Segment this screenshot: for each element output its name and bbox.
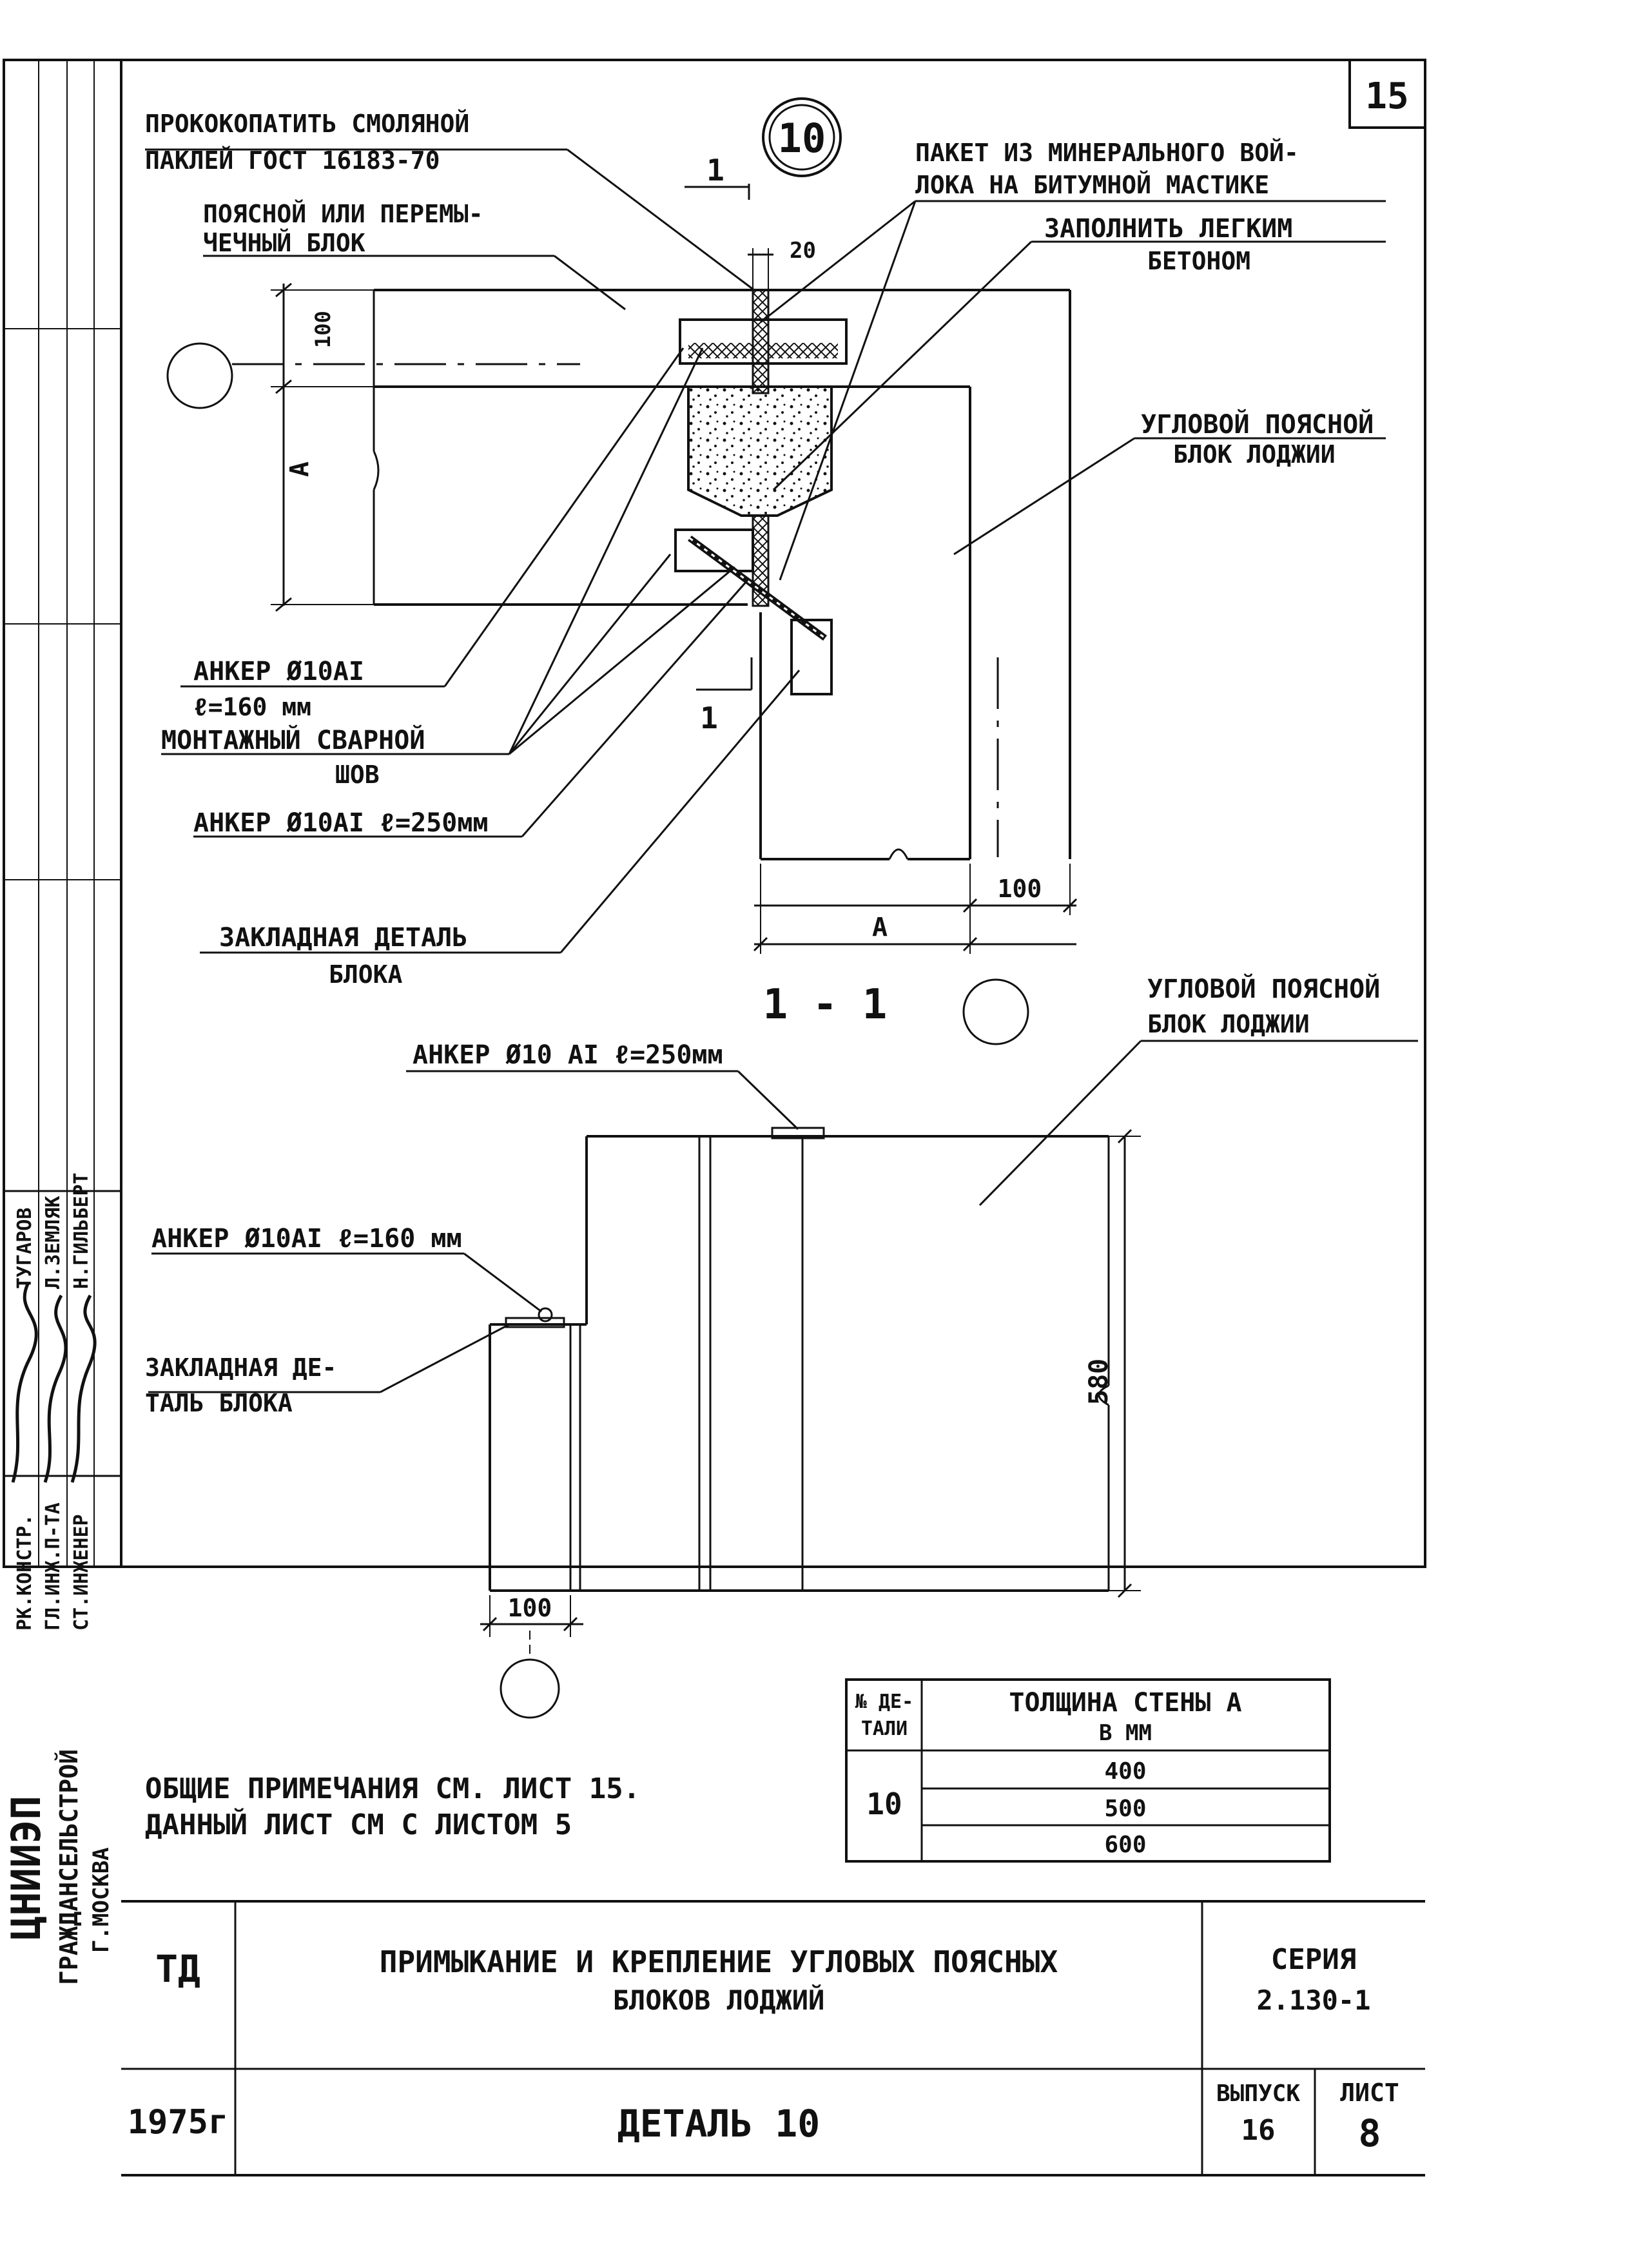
label-caulk-1: ПРОКОКОПАТИТЬ СМОЛЯНОЙ bbox=[145, 110, 469, 138]
signature-2 bbox=[43, 1294, 68, 1483]
section-drawing: 580 100 УГЛОВОЙ ПОЯСНОЙ БЛОК ЛОДЖИИ АНКЕ… bbox=[145, 973, 1418, 1719]
stamp-org-3: Г.МОСКВА bbox=[88, 1847, 114, 1953]
dim-a-bottom: А bbox=[872, 913, 888, 942]
stamp-name-3: Н.ГИЛЬБЕРТ bbox=[70, 1172, 93, 1289]
note-line-2: ДАННЫЙ ЛИСТ СМ С ЛИСТОМ 5 bbox=[145, 1807, 572, 1841]
label-corner-block-1: УГЛОВОЙ ПОЯСНОЙ bbox=[1141, 409, 1374, 440]
label-corner-block2-2: БЛОК ЛОДЖИИ bbox=[1147, 1010, 1310, 1038]
label-embedded-2: БЛОКА bbox=[329, 960, 403, 989]
label-felt-2: ЛОКА НА БИТУМНОЙ МАСТИКЕ bbox=[915, 171, 1269, 199]
dim-a-left: А bbox=[285, 461, 315, 477]
axis-bubble-bottom bbox=[962, 978, 1029, 1045]
year: 1975г bbox=[128, 2103, 229, 2142]
svg-text:10: 10 bbox=[778, 115, 826, 162]
section-title: 1 - 1 bbox=[763, 981, 888, 1029]
section-mark-bottom: 1 bbox=[700, 701, 718, 735]
label-anchor250-b: АНКЕР Ø10 АI ℓ=250мм bbox=[413, 1040, 723, 1070]
plan-drawing: 1 1 20 100 А 100 А bbox=[145, 110, 1386, 1045]
label-corner-block2-1: УГЛОВОЙ ПОЯСНОЙ bbox=[1147, 973, 1380, 1004]
table-value-500: 500 bbox=[1104, 1796, 1146, 1822]
label-felt-1: ПАКЕТ ИЗ МИНЕРАЛЬНОГО ВОЙ- bbox=[915, 139, 1299, 167]
table-col2-header-2: В ММ bbox=[1099, 1720, 1152, 1746]
detail-title: ДЕТАЛЬ 10 bbox=[617, 2102, 820, 2146]
label-fill-1: ЗАПОЛНИТЬ ЛЕГКИМ bbox=[1044, 214, 1292, 244]
label-belt-block-1: ПОЯСНОЙ ИЛИ ПЕРЕМЫ- bbox=[203, 200, 483, 228]
table-col2-header-1: ТОЛЩИНА СТЕНЫ А bbox=[1009, 1688, 1241, 1718]
label-corner-block-2: БЛОК ЛОДЖИИ bbox=[1173, 440, 1336, 469]
section-mark-top: 1 bbox=[706, 153, 724, 188]
page-number: 15 bbox=[1365, 75, 1408, 117]
dim-100-bottom: 100 bbox=[508, 1594, 552, 1622]
table-col1-header-2: ТАЛИ bbox=[861, 1718, 908, 1740]
label-anchor160-2: ℓ=160 мм bbox=[193, 693, 311, 721]
label-anchor250: АНКЕР Ø10АI ℓ=250мм bbox=[193, 808, 488, 838]
axis-bubble-section bbox=[500, 1658, 560, 1719]
signature-3 bbox=[70, 1294, 97, 1483]
label-belt-block-2: ЧЕЧНЫЙ БЛОК bbox=[203, 229, 365, 257]
series-label: СЕРИЯ bbox=[1271, 1943, 1356, 1976]
label-embedded-1: ЗАКЛАДНАЯ ДЕТАЛЬ bbox=[219, 923, 467, 953]
dim-580: 580 bbox=[1084, 1359, 1114, 1405]
dim-20: 20 bbox=[790, 238, 816, 264]
table-value-600: 600 bbox=[1104, 1832, 1146, 1858]
stamp-role-3: СТ.ИНЖЕНЕР bbox=[70, 1514, 93, 1631]
general-notes: ОБЩИЕ ПРИМЕЧАНИЯ СМ. ЛИСТ 15. ДАННЫЙ ЛИС… bbox=[145, 1772, 640, 1841]
label-embedded2-2: ТАЛЬ БЛОКА bbox=[145, 1389, 293, 1417]
stamp-role-2: ГЛ.ИНЖ.П-ТА bbox=[42, 1502, 64, 1631]
sheet-frame: 15 bbox=[3, 59, 1426, 1568]
axis-bubble-left bbox=[166, 342, 233, 409]
label-weld-1: МОНТАЖНЫЙ СВАРНОЙ bbox=[161, 724, 425, 755]
label-embedded2-1: ЗАКЛАДНАЯ ДЕ- bbox=[145, 1353, 336, 1382]
side-stamp: РК.КОНСТР. ГЛ.ИНЖ.П-ТА СТ.ИНЖЕНЕР ТУГАРО… bbox=[3, 60, 121, 1985]
detail-marker: 10 bbox=[762, 97, 842, 177]
issue-label: ВЫПУСК bbox=[1216, 2080, 1300, 2107]
stamp-role-1: РК.КОНСТР. bbox=[14, 1514, 36, 1631]
title-block: ТД ПРИМЫКАНИЕ И КРЕПЛЕНИЕ УГЛОВЫХ ПОЯСНЫ… bbox=[121, 1900, 1425, 2176]
label-caulk-2: ПАКЛЕЙ ГОСТ 16183-70 bbox=[145, 146, 440, 175]
table-detail-no: 10 bbox=[866, 1787, 902, 1821]
sheet-label: ЛИСТ bbox=[1340, 2079, 1399, 2107]
label-anchor160-b: АНКЕР Ø10АI ℓ=160 мм bbox=[151, 1224, 462, 1254]
signature-1 bbox=[11, 1281, 38, 1483]
stamp-org-2: ГРАЖДАНСЕЛЬСТРОЙ bbox=[55, 1749, 83, 1985]
note-line-1: ОБЩИЕ ПРИМЕЧАНИЯ СМ. ЛИСТ 15. bbox=[145, 1772, 640, 1805]
title-line-1: ПРИМЫКАНИЕ И КРЕПЛЕНИЕ УГЛОВЫХ ПОЯСНЫХ bbox=[380, 1944, 1058, 1979]
series-value: 2.130-1 bbox=[1256, 1984, 1370, 2016]
thickness-table: № ДЕ- ТАЛИ ТОЛЩИНА СТЕНЫ А В ММ 10 400 5… bbox=[845, 1678, 1331, 1863]
sheet-value: 8 bbox=[1359, 2111, 1381, 2155]
stamp-org-1: ЦНИИЭП bbox=[3, 1796, 50, 1940]
table-value-400: 400 bbox=[1104, 1758, 1146, 1785]
dim-100-top: 100 bbox=[311, 311, 335, 348]
label-fill-2: БЕТОНОМ bbox=[1147, 247, 1250, 275]
table-col1-header-1: № ДЕ- bbox=[855, 1691, 913, 1713]
dim-100-right: 100 bbox=[998, 875, 1042, 903]
issue-value: 16 bbox=[1241, 2114, 1276, 2147]
title-code: ТД bbox=[155, 1947, 200, 1991]
title-line-2: БЛОКОВ ЛОДЖИЙ bbox=[613, 1984, 825, 2016]
label-anchor160-1: АНКЕР Ø10АI bbox=[193, 657, 364, 686]
stamp-name-2: Л.ЗЕМЛЯК bbox=[42, 1196, 64, 1290]
stamp-name-1: ТУГАРОВ bbox=[14, 1208, 36, 1289]
label-weld-2: ШОВ bbox=[335, 761, 380, 789]
